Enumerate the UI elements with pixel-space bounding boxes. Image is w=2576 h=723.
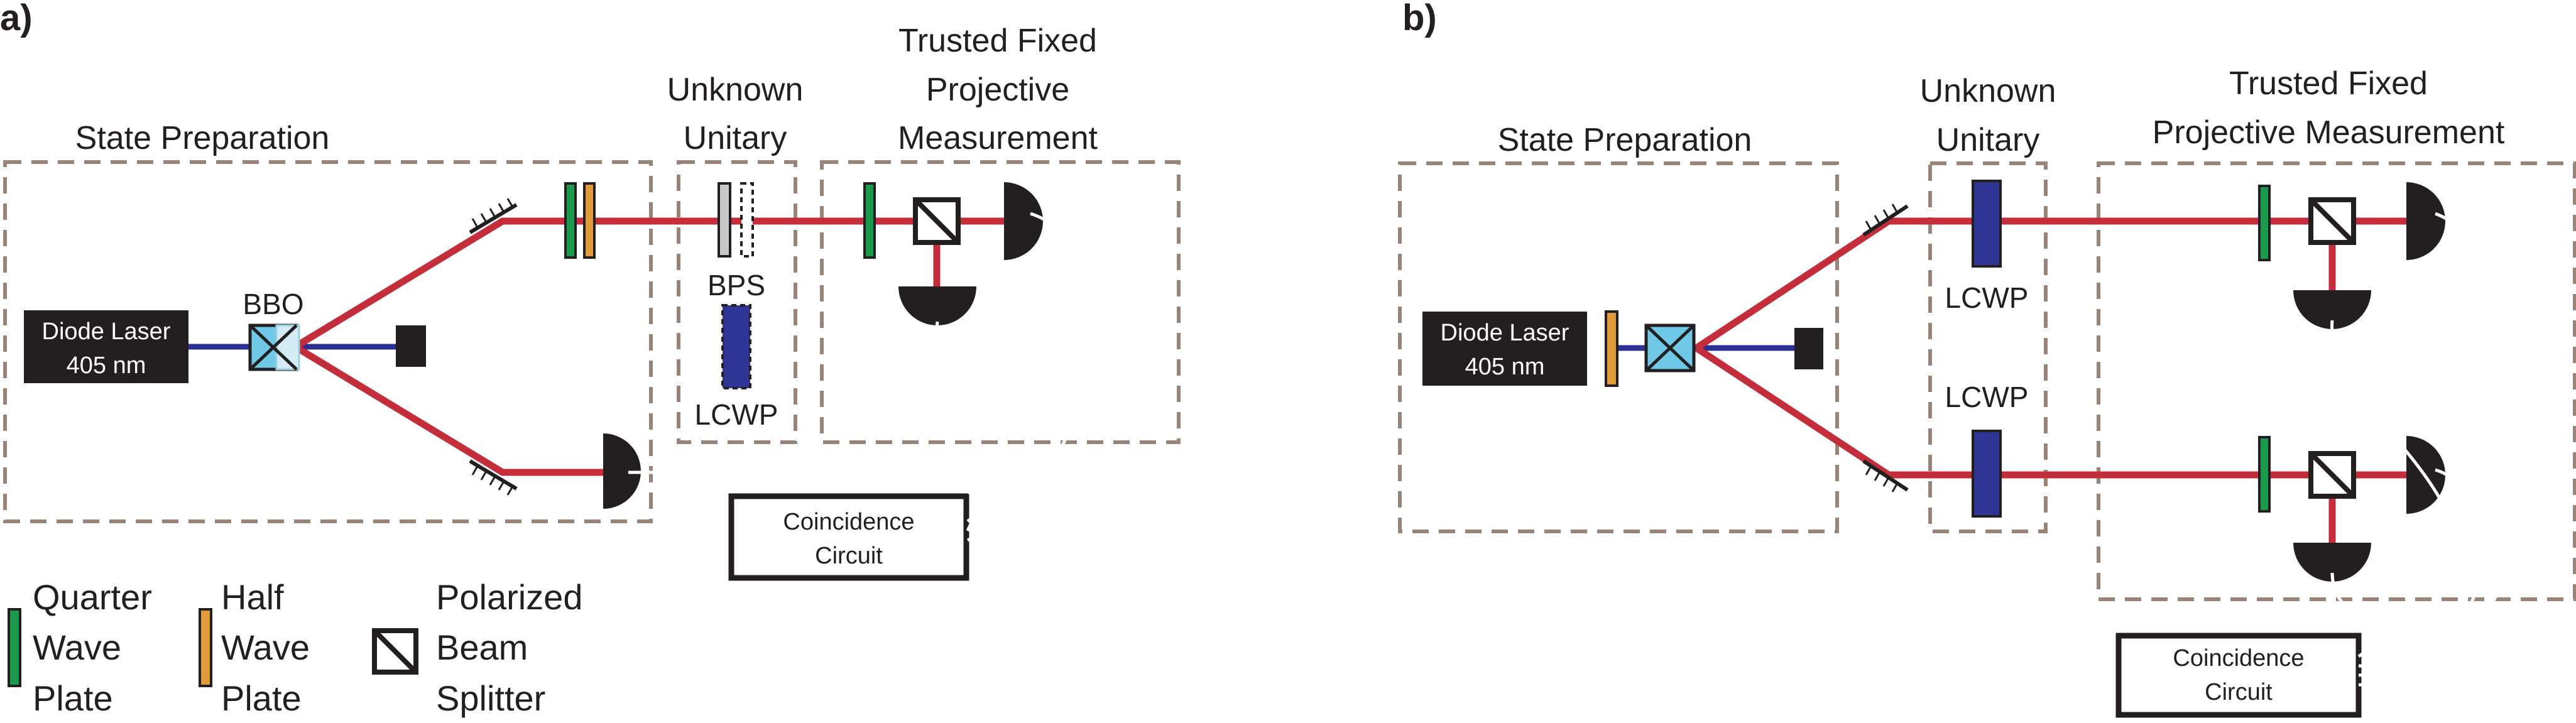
unknown-unitary-title-1: Unknown — [1920, 73, 2056, 109]
panel-b-label: b) — [1402, 0, 1437, 38]
lcwp-label-bottom: LCWP — [1945, 381, 2029, 413]
detector-icon — [603, 433, 641, 509]
upper-photon-beam — [293, 217, 898, 350]
pbs-icon — [913, 197, 961, 245]
lower-photon-beam — [293, 344, 603, 476]
unknown-unitary-title-2: Unitary — [1936, 122, 2040, 158]
mirror-icon — [1862, 204, 1909, 237]
fiber-cable-icon — [2330, 212, 2530, 687]
detector-icon — [898, 286, 976, 325]
coincidence-label-1: Coincidence — [2173, 645, 2304, 671]
beam-dump-icon — [1794, 328, 1823, 369]
state-prep-box — [1398, 161, 1839, 533]
quarter-wave-plate — [564, 182, 577, 259]
unknown-unitary-title-1: Unknown — [667, 72, 804, 108]
legend-hwp-2: Wave — [221, 628, 310, 667]
coincidence-label-2: Circuit — [815, 543, 883, 569]
legend-qwp-swatch — [8, 608, 21, 687]
measurement-title-2: Projective — [926, 72, 1069, 108]
quarter-wave-plate — [863, 182, 876, 259]
fiber-cable-icon — [628, 212, 1093, 542]
panel-a: a) State Preparation Unknown Unitary Tru… — [0, 0, 1181, 581]
lcwp-plate-top — [1972, 180, 2002, 268]
beam-dump-icon — [396, 325, 426, 367]
measurement-title-2: Projective Measurement — [2153, 114, 2505, 151]
legend-pbs-icon — [372, 628, 418, 675]
pbs-icon — [2308, 451, 2356, 499]
quarter-wave-plate — [2258, 185, 2271, 261]
bbo-crystal-icon — [1644, 323, 1696, 372]
legend-hwp-swatch — [199, 608, 212, 687]
panel-b: b) State Preparation Unknown Unitary Tru… — [1398, 0, 2576, 718]
detector-icon — [2406, 182, 2445, 260]
legend-pbs-1: Polarized — [436, 577, 582, 617]
laser-label-2: 405 nm — [67, 352, 146, 379]
lcwp-plate-bottom — [1972, 430, 2002, 518]
lcwp-label-top: LCWP — [1945, 281, 2029, 314]
legend-hwp-3: Plate — [221, 678, 302, 718]
half-wave-plate — [583, 182, 596, 259]
legend-qwp-1: Quarter — [33, 577, 152, 617]
diode-laser — [1422, 312, 1587, 386]
coincidence-circuit — [2115, 633, 2362, 718]
legend-pbs-2: Beam — [436, 628, 528, 667]
panel-a-label: a) — [0, 0, 33, 38]
unknown-unitary-title-2: Unitary — [684, 120, 787, 156]
lcwp-label: LCWP — [695, 398, 778, 431]
bbo-crystal-icon — [248, 323, 300, 371]
measurement-title-1: Trusted Fixed — [2229, 65, 2428, 102]
detector-icon — [2293, 543, 2371, 582]
quarter-wave-plate — [2258, 436, 2271, 513]
lcwp-plate — [721, 304, 751, 389]
coincidence-label-2: Circuit — [2205, 679, 2273, 705]
laser-label-2: 405 nm — [1465, 354, 1545, 380]
measurement-title-1: Trusted Fixed — [898, 23, 1097, 59]
legend-pbs-3: Splitter — [436, 678, 545, 718]
mirror-icon — [1862, 459, 1909, 492]
state-prep-title: State Preparation — [75, 120, 330, 156]
lower-photon-beam — [1694, 345, 2406, 479]
laser-label-1: Diode Laser — [1441, 320, 1569, 346]
mirror-icon — [469, 198, 518, 234]
measurement-title-3: Measurement — [898, 120, 1098, 156]
bbo-label: BBO — [243, 288, 303, 320]
bps-plate — [718, 182, 731, 258]
bps-plate-dashed — [740, 182, 754, 258]
coincidence-circuit — [728, 493, 969, 581]
measurement-box — [2097, 161, 2576, 601]
half-wave-plate — [1605, 310, 1618, 387]
diode-laser — [24, 310, 188, 383]
state-prep-box — [3, 160, 653, 523]
legend-hwp-1: Half — [221, 577, 284, 617]
laser-label-1: Diode Laser — [42, 318, 171, 345]
mirror-icon — [469, 459, 518, 496]
unknown-unitary-box — [677, 160, 797, 444]
coincidence-label-1: Coincidence — [783, 509, 914, 535]
state-prep-title: State Preparation — [1498, 122, 1752, 158]
unknown-unitary-box — [1928, 161, 2048, 533]
upper-photon-beam — [1694, 217, 2406, 351]
legend-qwp-2: Wave — [33, 628, 121, 667]
legend: Quarter Wave Plate Half Wave Plate Polar… — [8, 577, 582, 718]
legend-qwp-3: Plate — [33, 678, 113, 718]
bps-label: BPS — [707, 269, 765, 302]
detector-icon — [1004, 182, 1043, 260]
pbs-icon — [2308, 197, 2356, 245]
detector-icon — [2293, 290, 2371, 329]
